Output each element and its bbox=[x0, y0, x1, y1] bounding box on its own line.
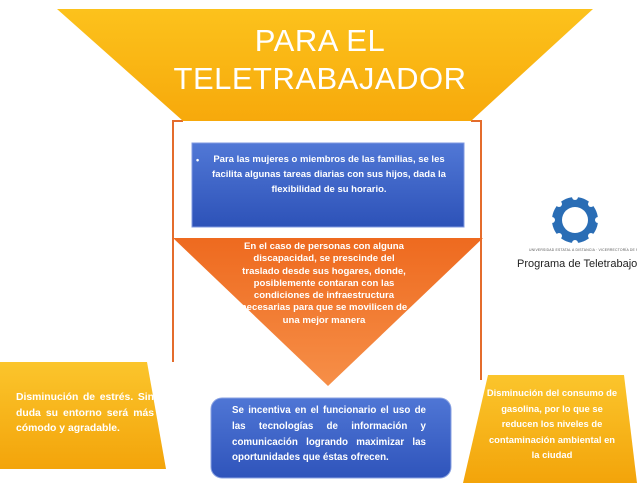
family-note-box bbox=[191, 142, 465, 228]
logo-caption: Programa de Teletrabajo bbox=[517, 258, 637, 270]
stress-note-shape bbox=[0, 362, 166, 469]
fuel-note-shape bbox=[463, 375, 637, 483]
title-line-2: TELETRABAJADOR bbox=[173, 61, 467, 96]
bullet-icon: • bbox=[196, 155, 200, 165]
title-line-1: PARA EL bbox=[254, 23, 386, 58]
page-title: PARA EL TELETRABAJADOR bbox=[150, 22, 490, 98]
fuel-note-text: Disminución del consumo de gasolina, por… bbox=[486, 387, 618, 461]
technology-note-text: Se incentiva en el funcionario el uso de… bbox=[232, 405, 426, 464]
connector-lines bbox=[172, 120, 482, 380]
stress-note-text: Disminución de estrés. Sin duda su entor… bbox=[16, 392, 154, 434]
teletrabajo-logo-icon bbox=[549, 194, 601, 246]
disability-triangle bbox=[173, 238, 483, 386]
family-note: • Para las mujeres o miembros de las fam… bbox=[192, 143, 464, 227]
family-note-text: Para las mujeres o miembros de las famil… bbox=[212, 154, 446, 195]
technology-note-box bbox=[210, 397, 452, 479]
title-banner-shape bbox=[57, 9, 593, 121]
disability-note-text: En el caso de personas con alguna discap… bbox=[240, 241, 408, 326]
logo-institution-line: UNIVERSIDAD ESTATAL A DISTANCIA · VICERR… bbox=[529, 248, 637, 252]
